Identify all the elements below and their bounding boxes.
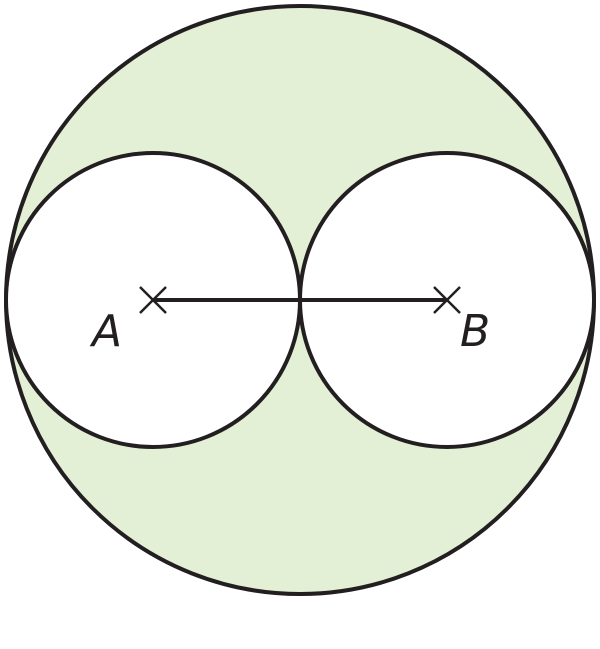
center-mark-b <box>433 286 461 314</box>
label-point-a: A <box>89 306 122 357</box>
center-mark-a <box>139 286 167 314</box>
label-point-b: B <box>460 306 490 357</box>
